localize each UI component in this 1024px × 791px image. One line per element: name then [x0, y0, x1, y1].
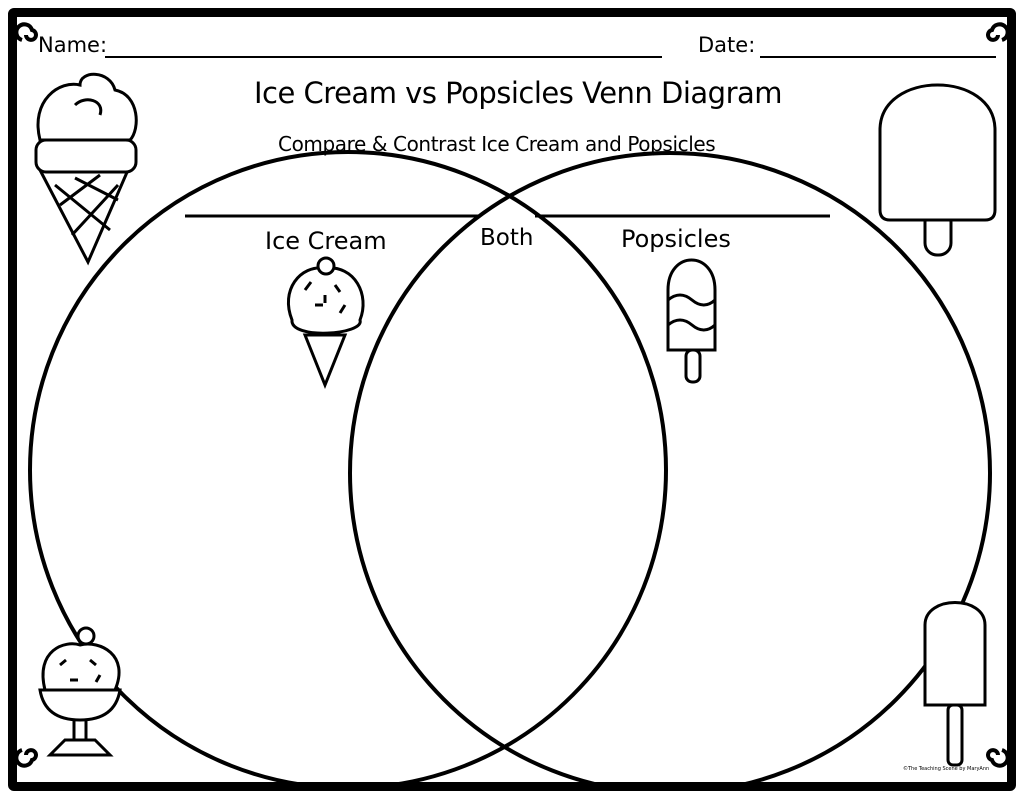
popsicle-icon	[878, 83, 997, 257]
wavy-popsicle-icon	[666, 258, 717, 384]
worksheet-border	[8, 8, 1016, 791]
ice-cream-cone-icon	[34, 72, 138, 266]
page-subtitle: Compare & Contrast Ice Cream and Popsicl…	[278, 132, 716, 156]
popsicles-label: Popsicles	[621, 225, 731, 253]
sprinkle-cone-icon	[286, 256, 365, 390]
ice-cream-label: Ice Cream	[265, 227, 387, 255]
both-label: Both	[480, 225, 534, 251]
name-label: Name:	[38, 33, 108, 57]
ice-cream-circle	[28, 150, 668, 790]
sundae-icon	[38, 626, 122, 757]
swirl-icon	[14, 22, 1010, 768]
tall-popsicle-icon	[923, 601, 987, 767]
page-title: Ice Cream vs Popsicles Venn Diagram	[254, 76, 783, 110]
copyright: ©The Teaching Scene by MaryAnn	[903, 766, 990, 772]
popsicles-circle	[348, 151, 992, 791]
date-label: Date:	[698, 33, 756, 57]
